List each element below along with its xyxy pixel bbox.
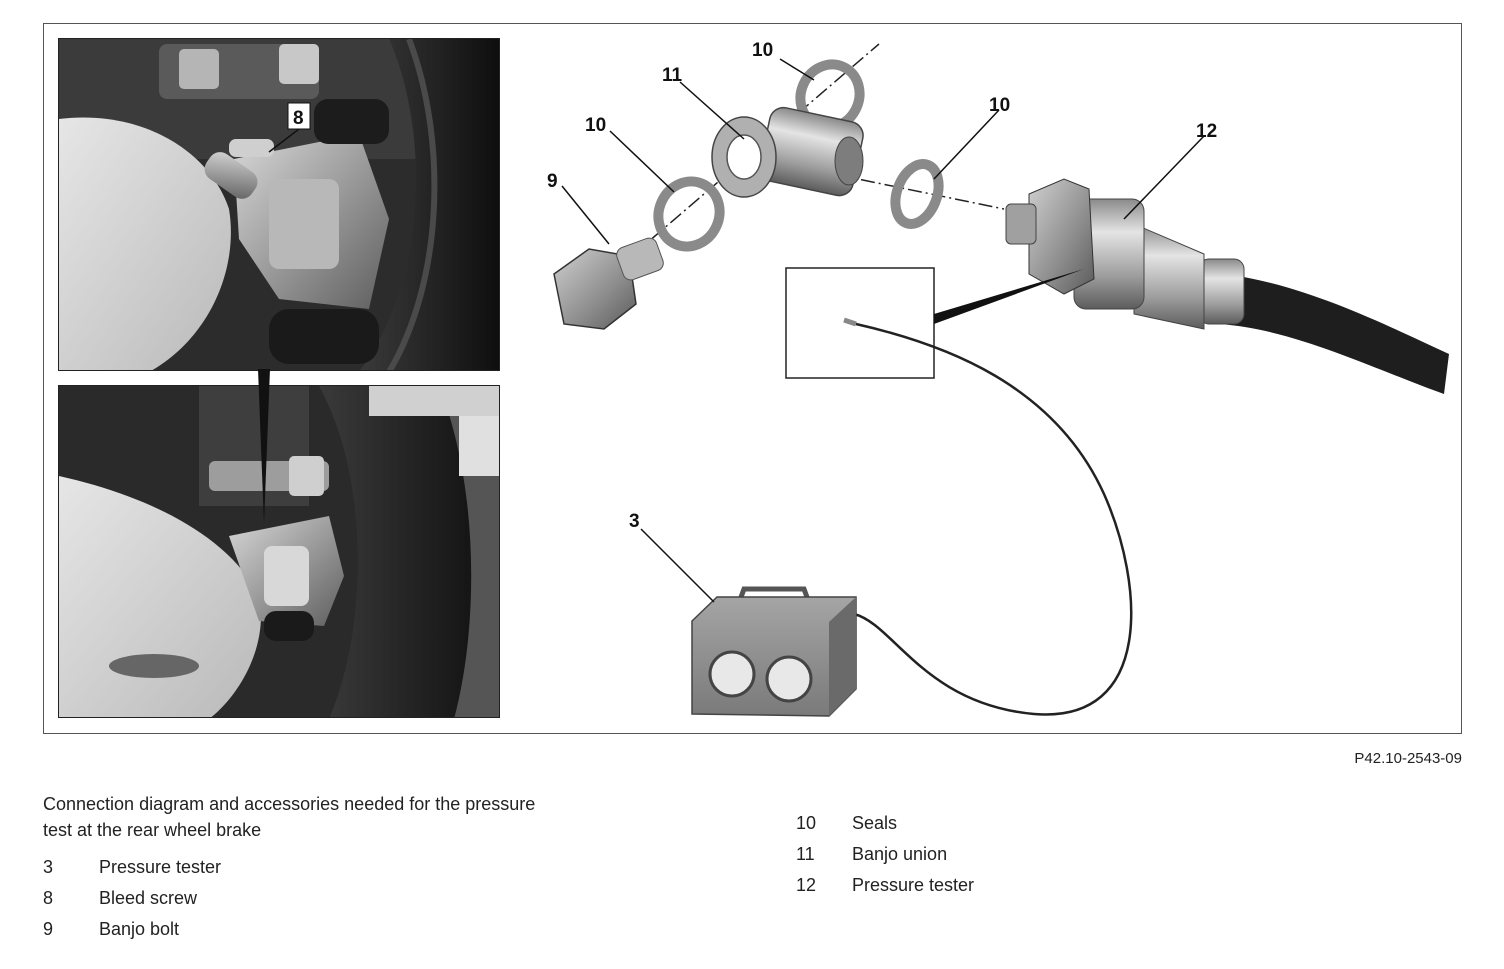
- legend-number: 12: [796, 875, 817, 895]
- callout-9: 9: [547, 171, 558, 192]
- legend-item: 8 Bleed screw: [43, 883, 221, 914]
- legend-label: Banjo union: [852, 844, 948, 864]
- legend-left: 3 Pressure tester 8 Bleed screw 9 Banjo …: [43, 852, 221, 945]
- banjo-bolt-part: [553, 237, 664, 330]
- legend-number: 3: [43, 857, 54, 877]
- detail-fitting: [843, 317, 857, 327]
- callout-11: 11: [662, 65, 683, 86]
- legend-item: 9 Banjo bolt: [43, 914, 221, 945]
- detail-box: [785, 267, 935, 379]
- legend-label: Pressure tester: [852, 875, 975, 895]
- photo-caliper-bleed-screw: [58, 38, 500, 371]
- callout-8: 8: [293, 108, 304, 129]
- exploded-diagram: 9 10 11 10 10 12 3 8: [44, 24, 1463, 735]
- legend-number: 11: [796, 844, 815, 864]
- photo-rear-brake-overview: [58, 385, 500, 718]
- photo-rear-brake-illustration: [59, 386, 499, 717]
- legend-item: 3 Pressure tester: [43, 852, 221, 883]
- detail-pointer: [934, 269, 1084, 324]
- callout-8-leader: [268, 128, 300, 153]
- legend-number: 10: [796, 813, 817, 833]
- caption-line-1: Connection diagram and accessories neede…: [43, 794, 536, 814]
- pressure-tester-box: [691, 586, 857, 717]
- callout-10-left: 10: [585, 115, 606, 136]
- legend-item: 12 Pressure tester: [796, 870, 974, 901]
- legend-number: 8: [43, 888, 54, 908]
- photo-caliper-illustration: [59, 39, 499, 370]
- legend-label: Seals: [852, 813, 898, 833]
- callout-10-top: 10: [752, 40, 773, 61]
- axis-line-vertical: [633, 43, 880, 255]
- seal-washer-left: [653, 176, 725, 252]
- photo-link-pointer: [258, 369, 270, 524]
- figure-frame: 9 10 11 10 10 12 3 8: [43, 23, 1462, 734]
- leader-lines: [561, 58, 1205, 603]
- pressure-tester-adapter-part: [1005, 178, 1449, 394]
- banjo-union-part: [711, 106, 864, 198]
- caption-line-2: test at the rear wheel brake: [43, 820, 262, 840]
- legend-label: Banjo bolt: [99, 919, 180, 939]
- callout-10-right: 10: [989, 95, 1010, 116]
- legend-item: 10 Seals: [796, 808, 974, 839]
- figure-reference: P42.10-2543-09: [1354, 750, 1462, 767]
- legend-label: Bleed screw: [99, 888, 198, 908]
- exploded-diagram-svg: 9 10 11 10 10 12 3 8: [258, 40, 1449, 717]
- legend-right: 10 Seals 11 Banjo union 12 Pressure test…: [796, 808, 974, 901]
- callout-3: 3: [629, 511, 640, 532]
- seal-washer-right: [890, 159, 944, 229]
- legend-item: 11 Banjo union: [796, 839, 974, 870]
- figure-caption: Connection diagram and accessories neede…: [43, 791, 603, 843]
- legend-label: Pressure tester: [99, 857, 222, 877]
- legend-number: 9: [43, 919, 54, 939]
- callout-12: 12: [1196, 121, 1217, 142]
- measuring-hose: [853, 322, 1133, 716]
